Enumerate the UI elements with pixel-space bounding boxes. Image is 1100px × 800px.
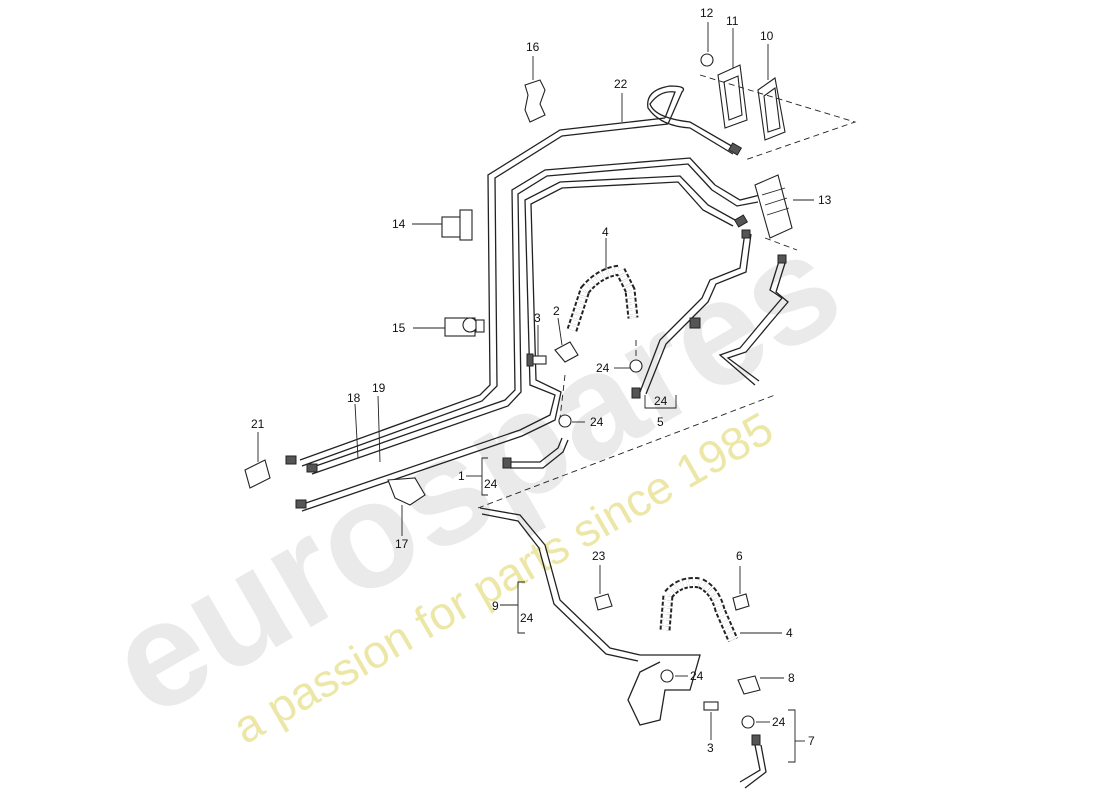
callout-24-b: 24	[654, 394, 668, 408]
callout-2: 2	[553, 304, 560, 318]
callout-24-a: 24	[596, 361, 610, 375]
callout-6: 6	[736, 549, 743, 563]
callout-11: 11	[726, 14, 739, 28]
part-23-clip	[594, 593, 613, 611]
callout-7: 7	[808, 734, 815, 748]
brake-hose-upper	[566, 264, 639, 332]
callout-14: 14	[392, 217, 406, 231]
fitting-ends	[285, 229, 787, 746]
part-11-gasket	[717, 64, 748, 129]
callout-13: 13	[818, 193, 832, 207]
part-10-gasket	[757, 77, 786, 141]
part-13-distributor	[754, 174, 793, 239]
callout-10: 10	[760, 29, 774, 43]
callout-17: 17	[395, 537, 409, 551]
part-3-bolt-lower	[703, 701, 719, 711]
callout-22: 22	[614, 77, 628, 91]
callout-3-lower: 3	[707, 741, 714, 755]
callout-1: 1	[458, 469, 465, 483]
callout-18: 18	[347, 391, 361, 405]
callout-5: 5	[657, 415, 664, 429]
callout-24-f: 24	[690, 669, 704, 683]
part-6-clip	[732, 593, 750, 611]
part-2-clip	[554, 341, 579, 363]
callout-4-upper: 4	[602, 225, 609, 239]
part-3-bolt	[526, 353, 547, 367]
callout-labels: 16 12 11 10 22 13 14 4 2 3 15 24 24 5 19…	[251, 6, 832, 755]
part-24-clips	[558, 359, 755, 729]
callout-24-e: 24	[520, 611, 534, 625]
dashed-guides	[477, 74, 857, 509]
part-14-bracket	[441, 209, 473, 241]
callout-4-lower: 4	[786, 626, 793, 640]
callout-3-upper: 3	[534, 311, 541, 325]
callout-24-d: 24	[484, 477, 498, 491]
pipe-bundle	[299, 85, 789, 789]
callout-9: 9	[492, 599, 499, 613]
callout-24-c: 24	[590, 415, 604, 429]
callout-21: 21	[251, 417, 265, 431]
watermark-brand: eurospares	[82, 198, 866, 748]
part-17-holder	[387, 477, 426, 506]
part-16-clip	[524, 79, 546, 123]
callout-23: 23	[592, 549, 606, 563]
callout-8: 8	[788, 671, 795, 685]
callout-19: 19	[372, 381, 386, 395]
leader-lines	[257, 22, 814, 742]
callout-16: 16	[526, 40, 540, 54]
part-21-block	[244, 459, 271, 489]
part-12-nut	[700, 53, 714, 67]
callout-15: 15	[392, 321, 406, 335]
part-8-bracket	[737, 675, 761, 695]
callout-24-g: 24	[772, 715, 786, 729]
callout-12: 12	[700, 6, 714, 20]
part-15-bracket	[444, 317, 485, 337]
brake-hose-lower	[659, 577, 739, 643]
callout-brackets	[481, 395, 796, 763]
